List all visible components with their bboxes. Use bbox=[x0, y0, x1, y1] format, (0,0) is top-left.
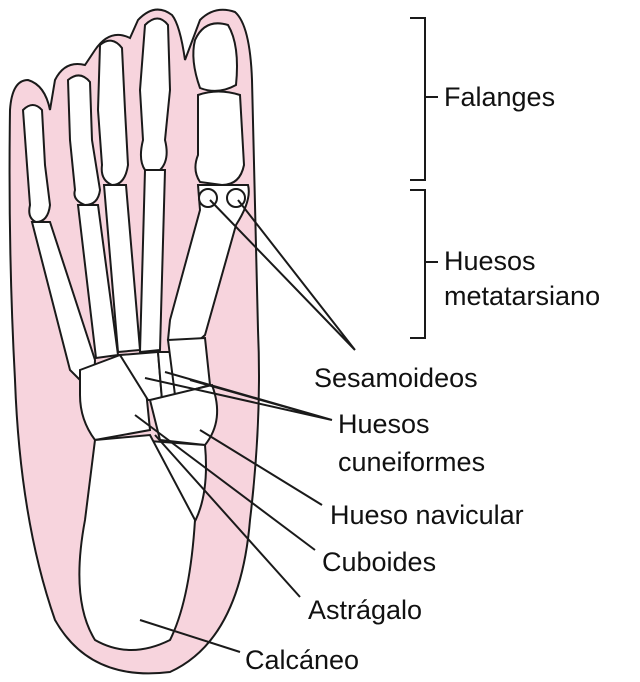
label-sesamoideos: Sesamoideos bbox=[314, 363, 478, 393]
navicular-leader bbox=[199, 429, 323, 506]
sesamoideos-leader bbox=[209, 199, 356, 351]
astragalo-leader bbox=[154, 434, 301, 598]
third-metatarsal bbox=[102, 184, 142, 354]
cuboides-leader bbox=[134, 414, 316, 551]
toe4-phalanges bbox=[66, 74, 102, 207]
label-metatarsianos-line2: metatarsiano bbox=[444, 281, 601, 311]
label-astragalo: Astrágalo bbox=[308, 595, 423, 625]
label-calcaneo: Calcáneo bbox=[245, 645, 360, 675]
cuneiformes-leader bbox=[144, 371, 333, 421]
label-cuboides: Cuboides bbox=[322, 547, 437, 577]
hallux-proximal-phalanx bbox=[194, 90, 246, 187]
toe3-phalanges bbox=[96, 39, 130, 187]
label-falanges: Falanges bbox=[444, 82, 556, 112]
label-metatarsianos-line1: Huesos bbox=[444, 246, 536, 276]
toe5-phalanges bbox=[21, 104, 52, 224]
hallux-distal-phalanx bbox=[192, 22, 238, 92]
falanges-bracket bbox=[410, 17, 438, 181]
calcaneus-bone bbox=[78, 433, 197, 651]
label-navicular: Hueso navicular bbox=[330, 500, 524, 530]
metatarsianos-bracket bbox=[410, 189, 438, 339]
label-cuneiformes-line1: Huesos bbox=[338, 409, 430, 439]
label-cuneiformes-line2: cuneiformes bbox=[338, 447, 486, 477]
calcaneo-leader bbox=[139, 619, 241, 653]
second-metatarsal bbox=[138, 169, 167, 354]
toe2-phalanges bbox=[138, 17, 172, 171]
